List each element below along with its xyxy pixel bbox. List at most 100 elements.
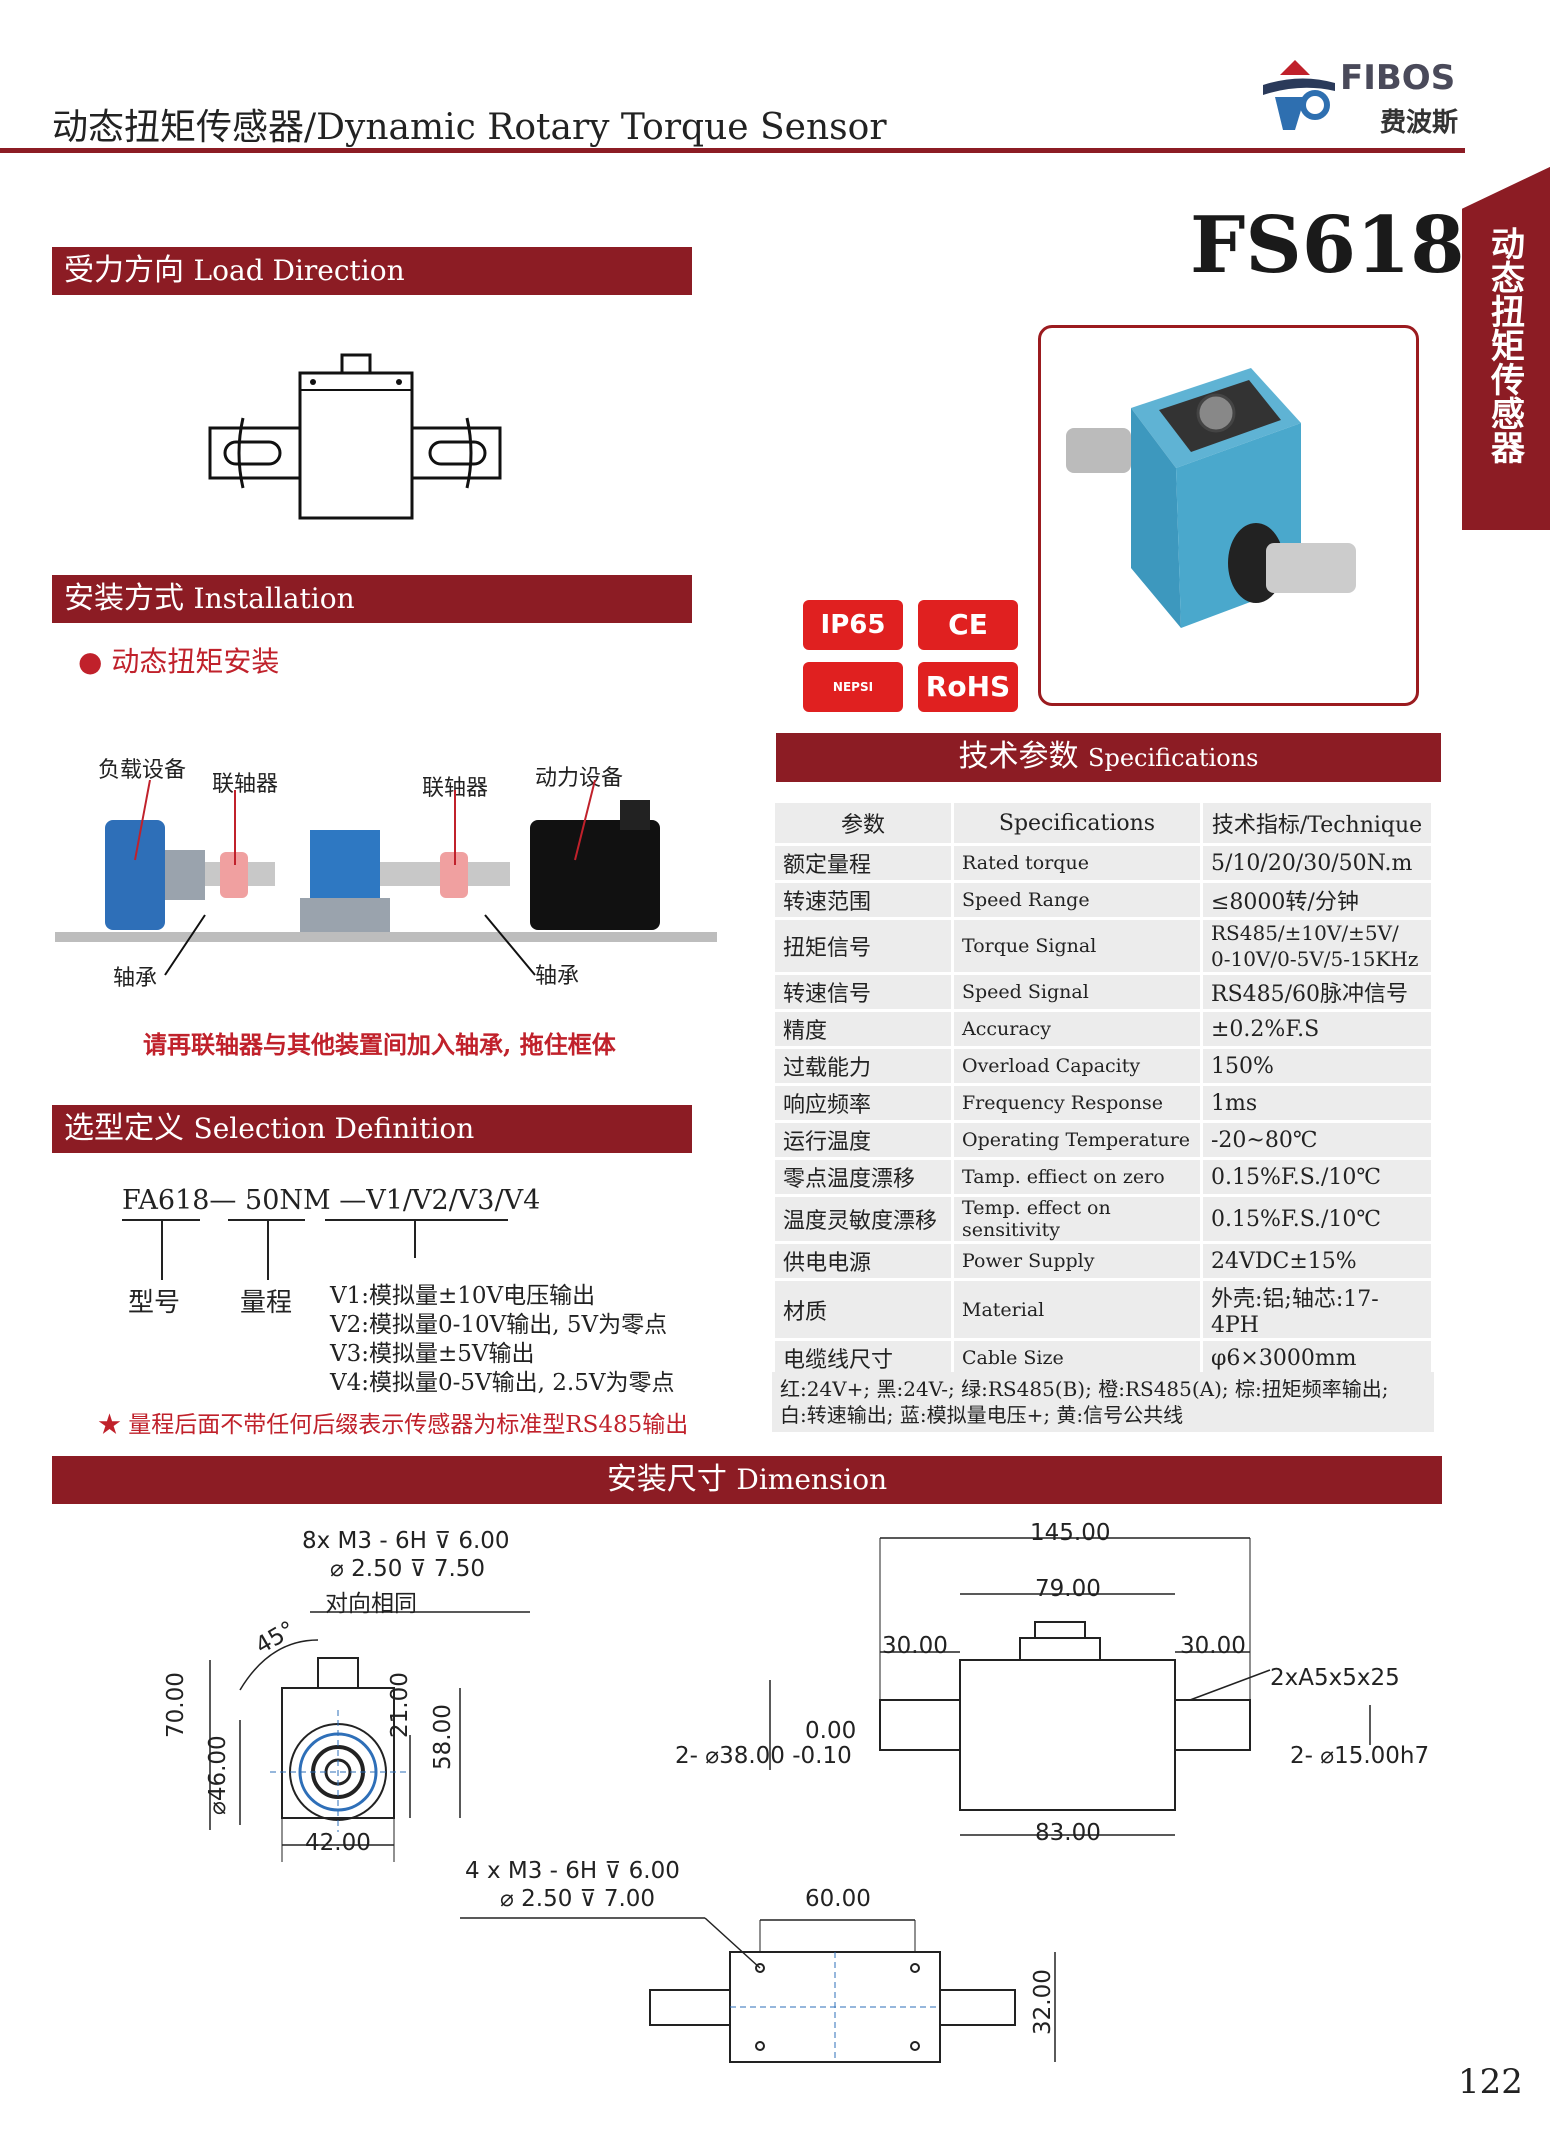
spec-param: 转速范围 xyxy=(772,880,954,920)
spec-name-en: Cable Size xyxy=(951,1338,1203,1378)
wire-legend-line1: 红:24V+; 黑:24V-; 绿:RS485(B); 橙:RS485(A); … xyxy=(780,1377,1389,1401)
option-v3: V3:模拟量±5V输出 xyxy=(330,1341,535,1367)
side-tolerance-upper: 0.00 xyxy=(805,1718,857,1744)
logo-cn-text: 费波斯 xyxy=(1380,108,1459,138)
logo-text: FIBOS xyxy=(1340,58,1456,98)
spec-header: 参数 xyxy=(772,800,954,846)
spec-param: 温度灵敏度漂移 xyxy=(772,1194,954,1244)
spec-param: 过载能力 xyxy=(772,1046,954,1086)
spec-name-en: Rated torque xyxy=(951,843,1203,883)
section-cn: 受力方向 xyxy=(64,253,184,288)
spec-param: 材质 xyxy=(772,1278,954,1341)
sensor-image xyxy=(1066,368,1356,628)
spec-name-en: Frequency Response xyxy=(951,1083,1203,1123)
side-view-drawing xyxy=(769,1537,1371,1836)
front-dim-46: ⌀46.00 xyxy=(205,1735,231,1815)
spec-param: 响应频率 xyxy=(772,1083,954,1123)
label-bearing-1: 轴承 xyxy=(113,966,158,991)
page-number: 122 xyxy=(1458,2062,1523,2102)
spec-name-en: Accuracy xyxy=(951,1009,1203,1049)
side-dim-83: 83.00 xyxy=(1035,1820,1101,1846)
side-dim-79: 79.00 xyxy=(1035,1576,1101,1602)
side-shaft-left: 2- ⌀38.00 -0.10 xyxy=(675,1743,852,1769)
spec-name-en: Speed Range xyxy=(951,880,1203,920)
spec-param: 电缆线尺寸 xyxy=(772,1338,954,1378)
top-dim-32: 32.00 xyxy=(1030,1969,1056,2035)
top-view-drawing xyxy=(460,1917,1056,2063)
top-hole-note-2: ⌀ 2.50 ⊽ 7.00 xyxy=(500,1886,656,1912)
option-v1: V1:模拟量±10V电压输出 xyxy=(330,1283,596,1309)
section-selection: 选型定义 Selection Definition xyxy=(52,1105,692,1153)
top-dim-60: 60.00 xyxy=(805,1886,871,1912)
label-power-device: 动力设备 xyxy=(535,766,624,791)
spec-value: ≤8000转/分钟 xyxy=(1200,880,1434,920)
section-en: Load Direction xyxy=(193,254,405,287)
product-photo xyxy=(1038,325,1419,706)
side-tab xyxy=(1462,165,1550,530)
spec-value: φ6×3000mm xyxy=(1200,1338,1434,1378)
option-v4: V4:模拟量0-5V输出, 2.5V为零点 xyxy=(330,1370,675,1396)
section-en: Installation xyxy=(193,582,355,615)
spec-name-en: Operating Temperature xyxy=(951,1120,1203,1160)
section-cn: 选型定义 xyxy=(64,1111,184,1146)
spec-value: 1ms xyxy=(1200,1083,1434,1123)
front-dim-58: 58.00 xyxy=(430,1704,456,1770)
side-tab-label: 动态扭矩传感器 xyxy=(1491,225,1525,469)
code-range: 50NM xyxy=(245,1185,331,1216)
label-model: 型号 xyxy=(128,1288,181,1318)
load-direction-diagram xyxy=(208,353,502,520)
selection-connector-lines xyxy=(122,1219,508,1280)
logo-mark-icon xyxy=(1263,60,1335,130)
label-range: 量程 xyxy=(240,1288,293,1318)
spec-param: 运行温度 xyxy=(772,1120,954,1160)
spec-name-en: Temp. effect on sensitivity xyxy=(951,1194,1203,1244)
installation-bullet: ● 动态扭矩安装 xyxy=(78,645,280,678)
output-options: V1:模拟量±10V电压输出 V2:模拟量0-10V输出, 5V为零点 V3:模… xyxy=(330,1282,674,1398)
wire-color-legend: 红:24V+; 黑:24V-; 绿:RS485(B); 橙:RS485(A); … xyxy=(772,1372,1434,1432)
side-key-note: 2xA5x5x25 xyxy=(1270,1665,1400,1691)
spec-param: 额定量程 xyxy=(772,843,954,883)
spec-value: 0.15%F.S./10℃ xyxy=(1200,1194,1434,1244)
side-dim-145: 145.00 xyxy=(1030,1520,1111,1546)
spec-header: Specifications xyxy=(951,800,1203,846)
spec-param: 精度 xyxy=(772,1009,954,1049)
spec-header-row: 参数 Specifications 技术指标/Technique xyxy=(772,800,1434,846)
spec-name-en: Material xyxy=(951,1278,1203,1341)
spec-name-en: Speed Signal xyxy=(951,972,1203,1012)
installation-note: 请再联轴器与其他装置间加入轴承, 拖住框体 xyxy=(143,1030,616,1059)
selection-code: FA618— 50NM —V1/V2/V3/V4 xyxy=(122,1185,540,1216)
spec-value: -20~80℃ xyxy=(1200,1120,1434,1160)
section-en: Specifications xyxy=(1088,744,1259,772)
front-dim-21: 21.00 xyxy=(387,1672,413,1738)
spec-value: 外壳:铝;轴芯:17-4PH xyxy=(1200,1278,1434,1341)
section-en: Selection Definition xyxy=(193,1112,475,1145)
section-specifications: 技术参数 Specifications xyxy=(776,733,1441,782)
spec-param: 转速信号 xyxy=(772,972,954,1012)
front-hole-note-1: 8x M3 - 6H ⊽ 6.00 xyxy=(302,1528,510,1554)
spec-value: 0.15%F.S./10℃ xyxy=(1200,1157,1434,1197)
section-cn: 安装尺寸 xyxy=(606,1462,727,1497)
front-view-drawing xyxy=(209,1611,530,1862)
section-dimension: 安装尺寸 Dimension xyxy=(52,1456,1442,1504)
side-dim-30-right: 30.00 xyxy=(1180,1633,1246,1659)
section-en: Dimension xyxy=(736,1463,888,1496)
code-model: FA618— xyxy=(122,1185,237,1216)
spec-param: 供电电源 xyxy=(772,1241,954,1281)
option-v2: V2:模拟量0-10V输出, 5V为零点 xyxy=(330,1312,668,1338)
label-coupling-1: 联轴器 xyxy=(212,772,279,797)
label-load-device: 负载设备 xyxy=(98,758,187,783)
spec-value: 5/10/20/30/50N.m xyxy=(1200,843,1434,883)
cert-nepsi: NEPSI xyxy=(803,662,903,712)
